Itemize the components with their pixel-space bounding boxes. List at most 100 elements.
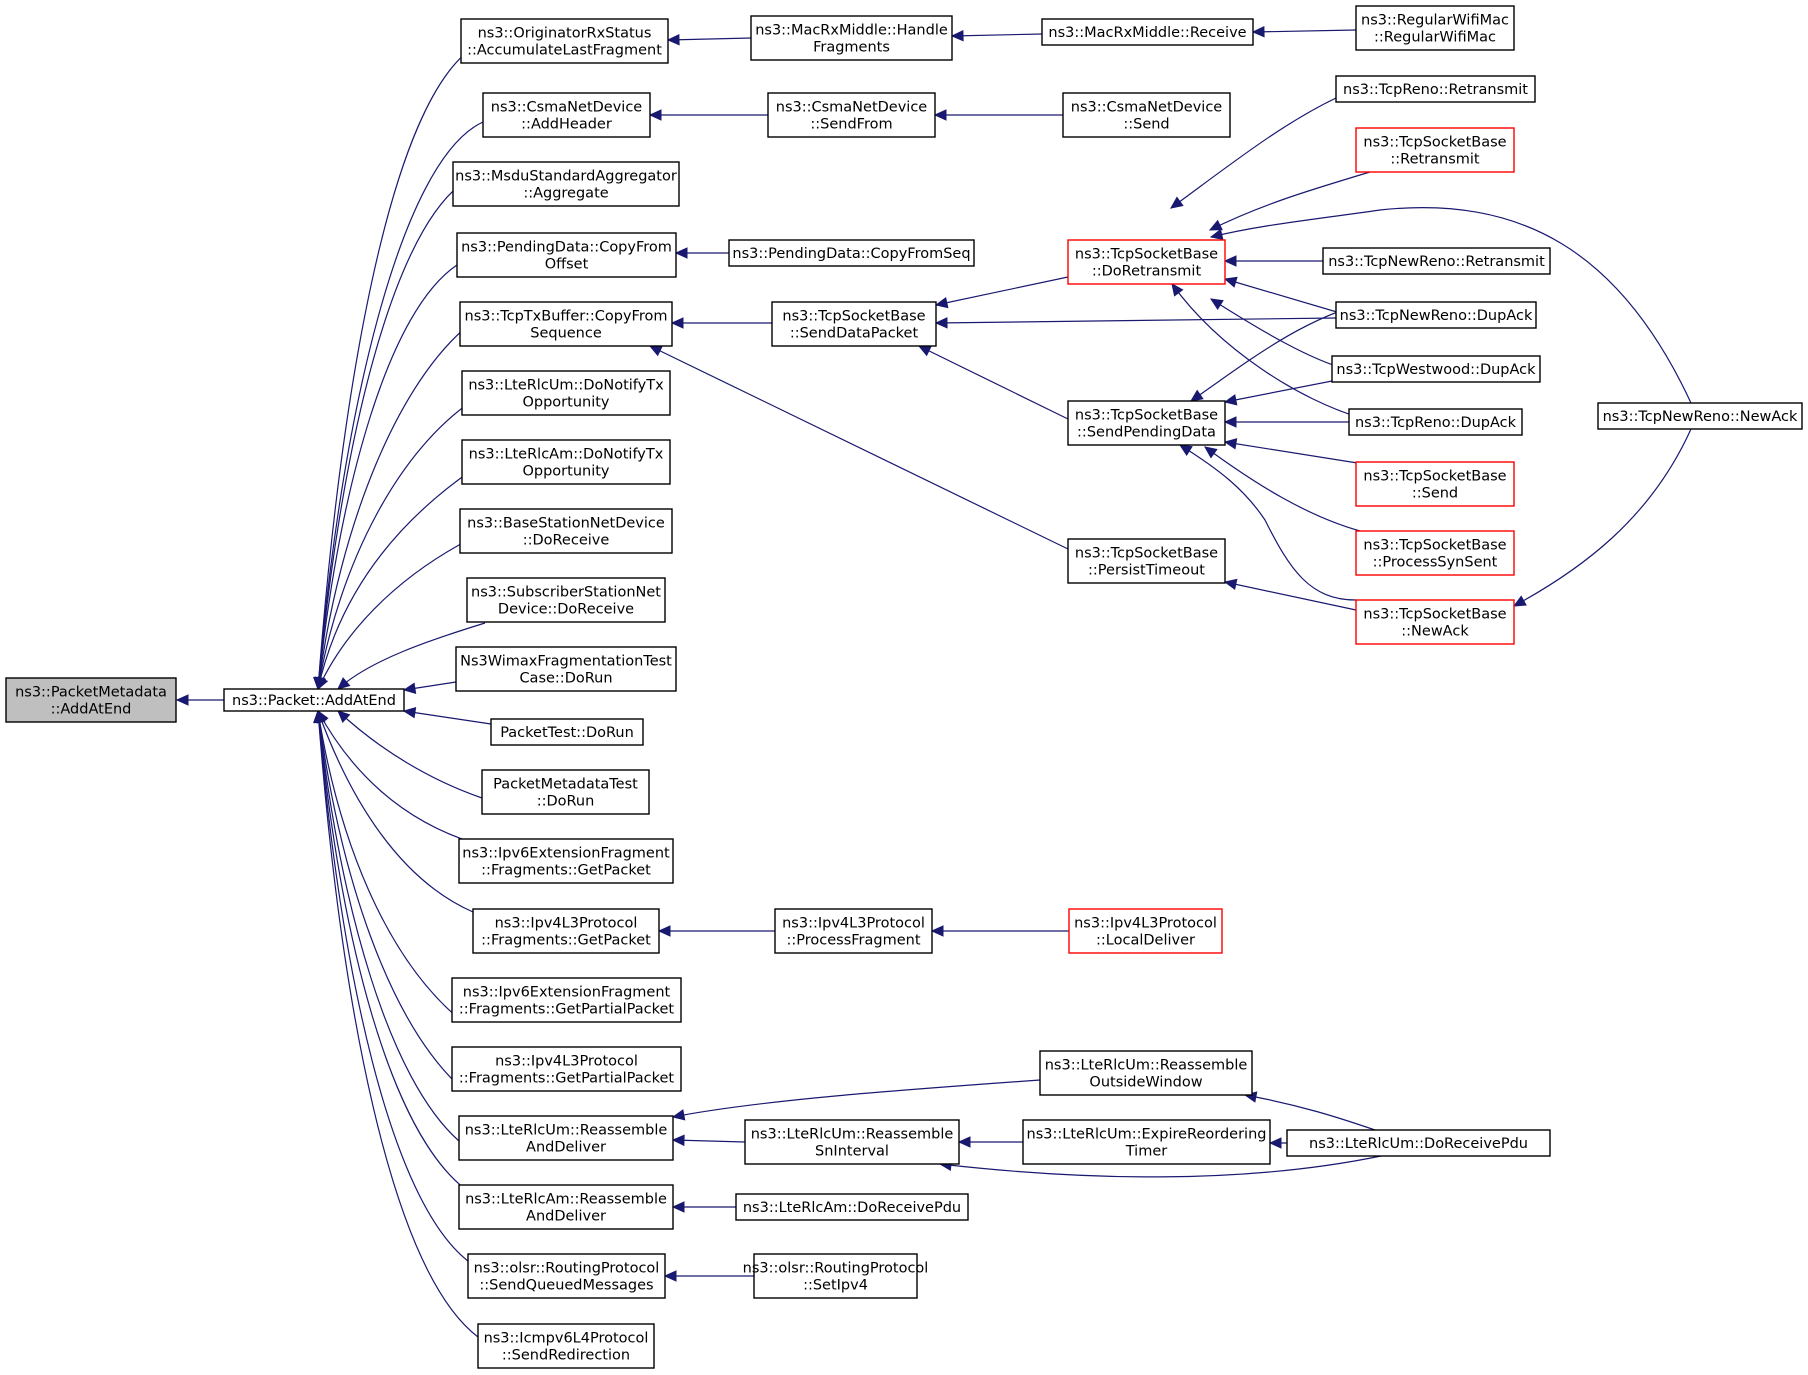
node-csma-net-device-send[interactable]: ns3::CsmaNetDevice::Send — [1062, 92, 1231, 138]
node-label-line: ns3::TcpSocketBase — [1363, 135, 1506, 151]
node-lte-rlc-am-do-receive-pdu[interactable]: ns3::LteRlcAm::DoReceivePdu — [735, 1193, 969, 1221]
node-ipv4-l3-protocol-fragments-get-partial-packet[interactable]: ns3::Ipv4L3Protocol::Fragments::GetParti… — [451, 1046, 682, 1092]
arrowhead — [950, 29, 964, 42]
node-mac-rx-middle-receive[interactable]: ns3::MacRxMiddle::Receive — [1041, 18, 1254, 46]
node-label-line: Offset — [545, 257, 589, 273]
node-subscriber-station-net-device-do-receive[interactable]: ns3::SubscriberStationNetDevice::DoRecei… — [466, 577, 666, 623]
node-label-line: ::Retransmit — [1390, 152, 1480, 168]
node-label-line: ns3::TcpSocketBase — [1075, 546, 1218, 562]
arrowhead — [1223, 394, 1238, 406]
node-olsr-routing-protocol-send-queued-messages[interactable]: ns3::olsr::RoutingProtocol::SendQueuedMe… — [467, 1253, 666, 1299]
node-tcp-socket-base-retransmit[interactable]: ns3::TcpSocketBase::Retransmit — [1355, 127, 1515, 173]
node-label-line: ns3::Ipv4L3Protocol — [782, 916, 925, 932]
node-lte-rlc-um-do-receive-pdu[interactable]: ns3::LteRlcUm::DoReceivePdu — [1286, 1129, 1551, 1157]
node-label-line: ns3::TcpSocketBase — [1075, 408, 1218, 424]
arrowhead — [402, 706, 417, 719]
node-olsr-routing-protocol-set-ipv4[interactable]: ns3::olsr::RoutingProtocol::SetIpv4 — [743, 1253, 929, 1299]
arrowhead — [1170, 196, 1184, 209]
node-originator-rx-status-accumulate-last-fragment[interactable]: ns3::OriginatorRxStatus::AccumulateLastF… — [460, 18, 669, 64]
node-ipv6-extension-fragment-get-packet[interactable]: ns3::Ipv6ExtensionFragment::Fragments::G… — [458, 838, 674, 884]
arrowhead — [671, 1201, 685, 1213]
node-packet-add-at-end[interactable]: ns3::Packet::AddAtEnd — [223, 688, 405, 712]
node-label-line: ::Fragments::GetPartialPacket — [459, 1002, 675, 1018]
node-label-line: ns3::CsmaNetDevice — [1071, 100, 1223, 116]
node-box — [477, 1323, 655, 1369]
node-label-line: AndDeliver — [526, 1209, 606, 1225]
node-label-line: ::DoRetransmit — [1092, 264, 1202, 280]
node-csma-net-device-send-from[interactable]: ns3::CsmaNetDevice::SendFrom — [767, 92, 936, 138]
node-label-line: ns3::RegularWifiMac — [1361, 13, 1509, 29]
node-label-line: ::Fragments::GetPartialPacket — [459, 1071, 675, 1087]
node-tcp-socket-base-new-ack[interactable]: ns3::TcpSocketBase::NewAck — [1355, 599, 1515, 645]
node-label-line: Opportunity — [522, 395, 609, 411]
node-tcp-reno-retransmit[interactable]: ns3::TcpReno::Retransmit — [1335, 75, 1536, 103]
node-tcp-reno-dup-ack[interactable]: ns3::TcpReno::DupAck — [1348, 408, 1523, 436]
node-label-line: ns3::TcpWestwood::DupAck — [1336, 362, 1536, 378]
node-tcp-socket-base-send[interactable]: ns3::TcpSocketBase::Send — [1355, 461, 1515, 507]
node-packet-metadata-add-at-end[interactable]: ns3::PacketMetadata::AddAtEnd — [5, 677, 177, 723]
node-tcp-socket-base-persist-timeout[interactable]: ns3::TcpSocketBase::PersistTimeout — [1067, 538, 1226, 584]
node-csma-net-device-add-header[interactable]: ns3::CsmaNetDevice::AddHeader — [482, 92, 651, 138]
arrowhead — [657, 925, 671, 937]
edge-to-paae — [317, 323, 471, 690]
node-icmpv6-l4-protocol-send-redirection[interactable]: ns3::Icmpv6L4Protocol::SendRedirection — [477, 1323, 655, 1369]
node-box — [466, 577, 666, 623]
node-label-line: ::AddAtEnd — [51, 702, 132, 718]
node-ipv4-l3-protocol-fragments-get-packet[interactable]: ns3::Ipv4L3Protocol::Fragments::GetPacke… — [472, 908, 660, 954]
node-tcp-new-reno-new-ack[interactable]: ns3::TcpNewReno::NewAck — [1597, 402, 1803, 430]
edge-to-paae — [317, 710, 479, 1338]
node-box — [1355, 127, 1515, 173]
node-label-line: ns3::Ipv6ExtensionFragment — [463, 985, 671, 1001]
edge-to-paae — [317, 400, 473, 690]
edge-to-tsbdr — [1171, 283, 1362, 419]
node-base-station-net-device-do-receive[interactable]: ns3::BaseStationNetDevice::DoReceive — [459, 508, 673, 554]
arrowhead — [1223, 255, 1237, 267]
node-box — [767, 92, 936, 138]
node-tcp-socket-base-process-syn-sent[interactable]: ns3::TcpSocketBase::ProcessSynSent — [1355, 530, 1515, 576]
node-ipv4-l3-protocol-process-fragment[interactable]: ns3::Ipv4L3Protocol::ProcessFragment — [774, 908, 933, 954]
node-box — [1068, 908, 1223, 954]
node-label-line: ::SendQueuedMessages — [479, 1278, 653, 1294]
node-label-line: ns3::TcpReno::Retransmit — [1343, 82, 1528, 98]
node-box — [1335, 301, 1537, 329]
node-tcp-socket-base-send-pending-data[interactable]: ns3::TcpSocketBase::SendPendingData — [1067, 400, 1226, 446]
node-packet-test-do-run[interactable]: PacketTest::DoRun — [490, 718, 644, 746]
node-label-line: ns3::TcpNewReno::NewAck — [1603, 409, 1798, 425]
node-label-line: ns3::TcpReno::DupAck — [1355, 415, 1517, 431]
node-label-line: Device::DoReceive — [498, 602, 634, 618]
node-msdu-standard-aggregator-aggregate[interactable]: ns3::MsduStandardAggregator::Aggregate — [452, 161, 680, 207]
node-label-line: ns3::LteRlcUm::Reassemble — [751, 1127, 954, 1143]
node-tcp-westwood-dup-ack[interactable]: ns3::TcpWestwood::DupAck — [1331, 355, 1541, 383]
node-ipv6-extension-fragment-get-partial-packet[interactable]: ns3::Ipv6ExtensionFragment::Fragments::G… — [451, 977, 682, 1023]
node-label-line: ns3::MacRxMiddle::Handle — [755, 23, 948, 39]
node-tcp-socket-base-do-retransmit[interactable]: ns3::TcpSocketBase::DoRetransmit — [1067, 239, 1226, 285]
node-box — [1355, 530, 1515, 576]
edge-to-ltumrsi — [939, 1155, 1382, 1178]
node-regular-wifi-mac-regular-wifi-mac[interactable]: ns3::RegularWifiMac::RegularWifiMac — [1355, 5, 1515, 51]
node-label-line: ns3::TcpSocketBase — [1075, 247, 1218, 263]
node-pending-data-copy-from-seq[interactable]: ns3::PendingData::CopyFromSeq — [728, 239, 975, 267]
node-box — [451, 977, 682, 1023]
node-ipv4-l3-protocol-local-deliver[interactable]: ns3::Ipv4L3Protocol::LocalDeliver — [1068, 908, 1223, 954]
arrowhead — [1223, 276, 1238, 288]
node-box — [459, 508, 673, 554]
node-label-line: ns3::Ipv4L3Protocol — [1074, 916, 1217, 932]
node-packet-metadata-test-do-run[interactable]: PacketMetadataTest::DoRun — [481, 769, 650, 815]
node-label-line: SnInterval — [815, 1144, 889, 1160]
node-tcp-new-reno-retransmit[interactable]: ns3::TcpNewReno::Retransmit — [1322, 247, 1551, 275]
node-tcp-new-reno-dup-ack[interactable]: ns3::TcpNewReno::DupAck — [1335, 301, 1537, 329]
node-tcp-socket-base-send-data-packet[interactable]: ns3::TcpSocketBase::SendDataPacket — [771, 301, 937, 347]
node-box — [1067, 400, 1226, 446]
edge-to-tsbsdp — [935, 276, 1069, 306]
